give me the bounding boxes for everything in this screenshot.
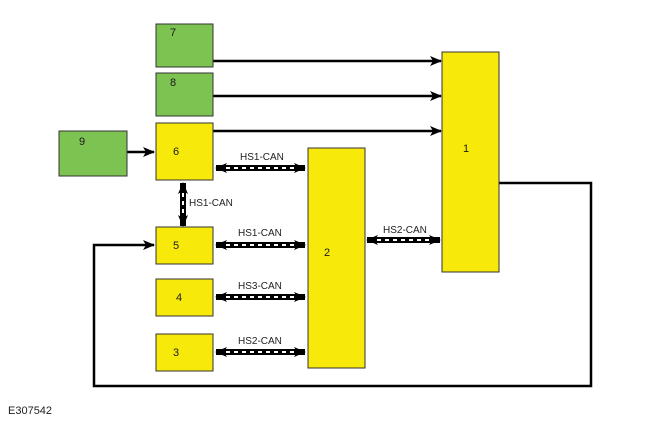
module-7-label: 7: [170, 27, 176, 39]
module-6-label: 6: [173, 146, 179, 158]
bus-4-2-label: HS3-CAN: [238, 281, 282, 292]
module-4: [155, 278, 214, 317]
bus-6-5-label: HS1-CAN: [189, 198, 233, 209]
module-3-label: 3: [173, 347, 179, 359]
module-3: [155, 333, 214, 372]
module-9: [58, 130, 128, 177]
module-5: [155, 226, 214, 265]
module-5-label: 5: [173, 240, 179, 252]
module-1: [441, 51, 500, 273]
module-8-label: 8: [170, 77, 176, 89]
bus-5-2-label: HS1-CAN: [238, 228, 282, 239]
module-2-label: 2: [324, 247, 330, 259]
bus-6-2-label: HS1-CAN: [240, 152, 284, 163]
module-6: [155, 122, 214, 181]
bus-3-2-label: HS2-CAN: [238, 336, 282, 347]
figure-id: E307542: [8, 405, 53, 417]
bus-2-1-label: HS2-CAN: [383, 225, 427, 236]
module-9-label: 9: [79, 136, 85, 148]
module-4-label: 4: [176, 292, 182, 304]
module-7: [155, 23, 214, 68]
module-8: [155, 72, 214, 117]
module-2: [307, 147, 366, 369]
link-1-5: [92, 181, 593, 388]
module-1-label: 1: [463, 143, 469, 155]
